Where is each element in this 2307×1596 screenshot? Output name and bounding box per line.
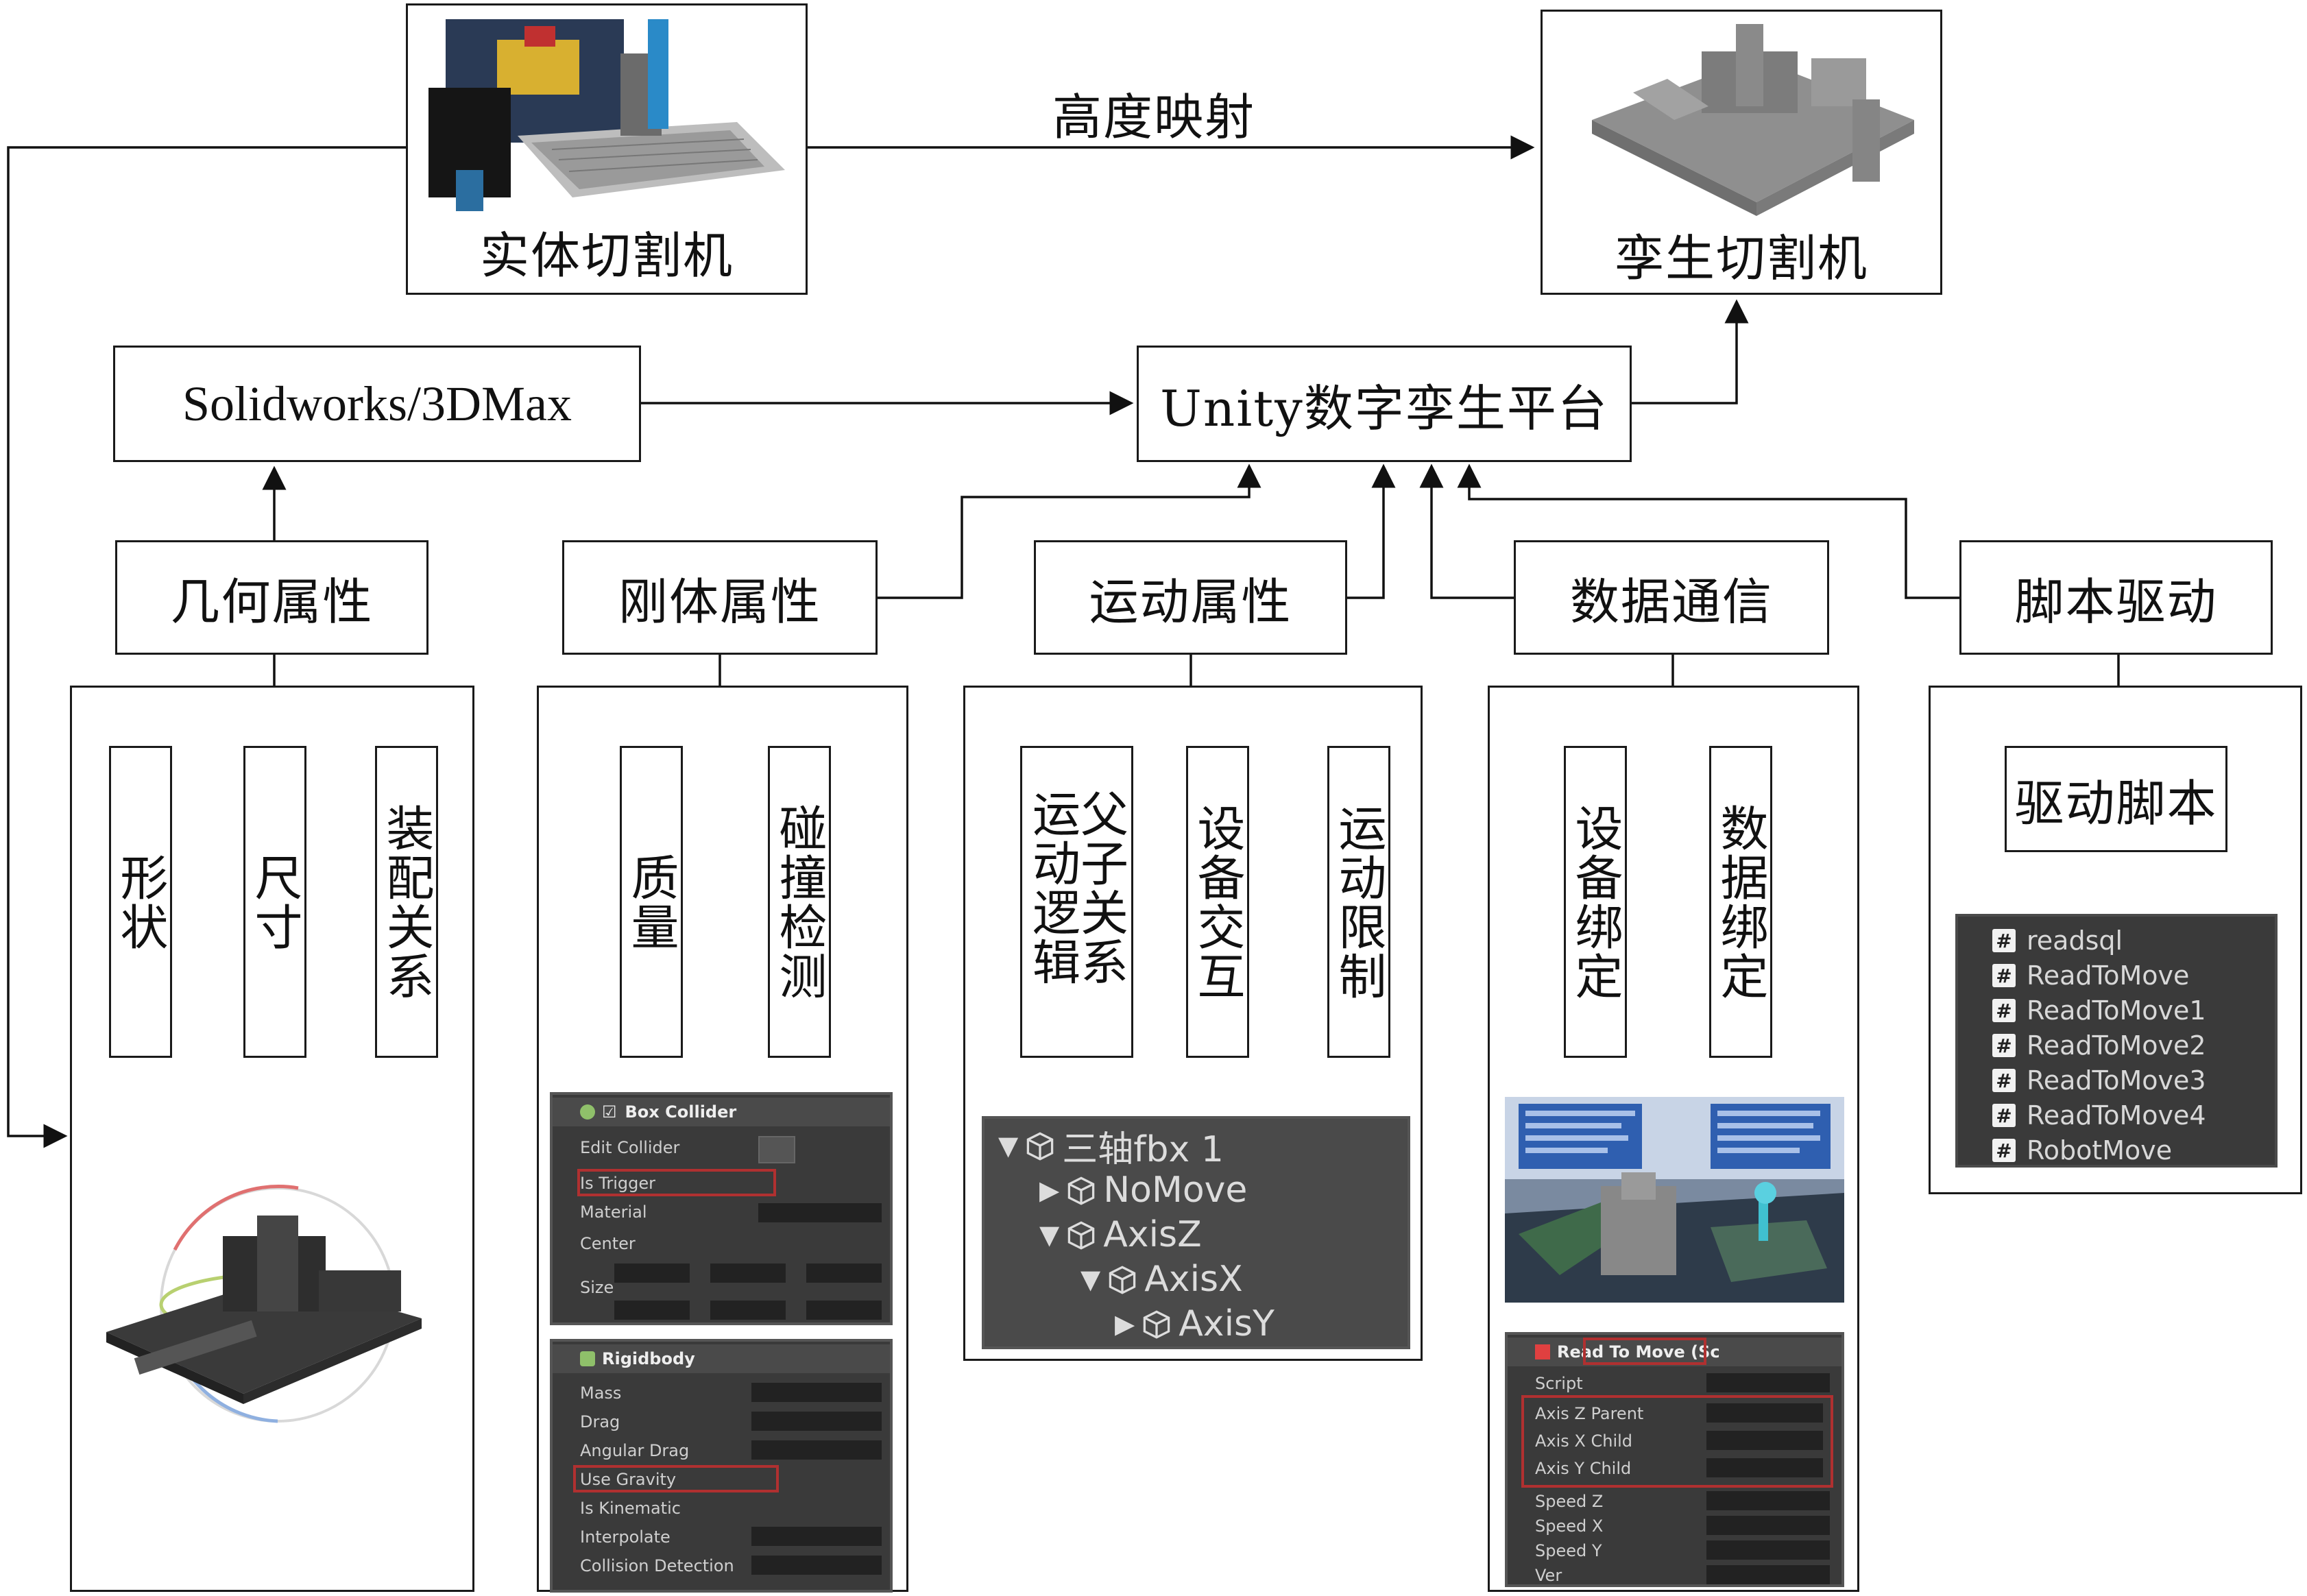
script-item[interactable]: #readsql bbox=[1992, 923, 2123, 958]
rigidbody-inspector: Rigidbody Mass Drag Angular Drag Use Gra… bbox=[550, 1339, 893, 1593]
data-item-device-binding: 设备绑定 bbox=[1564, 746, 1627, 1058]
platform-box: Unity数字孪生平台 bbox=[1137, 346, 1632, 462]
script-to-platform-arrow bbox=[1457, 463, 1959, 599]
category-motion-label: 运动属性 bbox=[1089, 573, 1292, 631]
cube-icon bbox=[1067, 1221, 1095, 1250]
category-data-label: 数据通信 bbox=[1569, 573, 1773, 631]
hierarchy-panel: ▼ 三轴fbx 1 ▶ NoMove ▼ AxisZ ▼ AxisX ▶ bbox=[982, 1116, 1410, 1349]
csharp-script-icon: # bbox=[1992, 929, 2016, 952]
data-to-platform-arrow bbox=[1419, 463, 1514, 599]
twin-machine-render bbox=[1592, 24, 1914, 216]
script-component-icon bbox=[1535, 1344, 1550, 1359]
csharp-script-icon: # bbox=[1992, 1139, 2016, 1162]
category-script: 脚本驱动 bbox=[1959, 540, 2273, 655]
motion-panel: 父子关系运动逻辑 设备交互 运动限制 ▼ 三轴fbx 1 ▶ NoMove ▼ … bbox=[963, 686, 1423, 1361]
script-item[interactable]: #ReadToMove3 bbox=[1992, 1063, 2206, 1098]
category-rigidbody: 刚体属性 bbox=[562, 540, 878, 655]
physical-machine-photo bbox=[428, 19, 785, 211]
data-panel: 设备绑定 数据绑定 Read To Move (Sc bbox=[1488, 686, 1859, 1592]
twin-machine-box: 孪生切割机 bbox=[1541, 10, 1942, 295]
rigidbody-item-collision: 碰撞检测 bbox=[768, 746, 831, 1058]
motion-item-hierarchy-logic: 父子关系运动逻辑 bbox=[1020, 746, 1133, 1058]
script-item[interactable]: #ReadToMove4 bbox=[1992, 1098, 2206, 1133]
gizmo-machine-render bbox=[106, 1185, 422, 1423]
script-item[interactable]: #ReadToMove bbox=[1992, 958, 2189, 993]
csharp-script-icon: # bbox=[1992, 1069, 2016, 1092]
checkbox-icon: ☑ bbox=[602, 1102, 617, 1122]
mapping-label: 高度映射 bbox=[1052, 88, 1256, 146]
csharp-script-icon: # bbox=[1992, 1034, 2016, 1057]
hierarchy-item-nomove[interactable]: ▶ NoMove bbox=[1039, 1170, 1248, 1211]
rigidbody-icon bbox=[580, 1351, 595, 1366]
csharp-script-icon: # bbox=[1992, 964, 2016, 987]
script-list: #readsql #ReadToMove #ReadToMove1 #ReadT… bbox=[1955, 914, 2278, 1168]
geometry-item-assembly: 装配关系 bbox=[375, 746, 438, 1058]
motion-item-limit: 运动限制 bbox=[1327, 746, 1390, 1058]
script-item[interactable]: #RobotMove bbox=[1992, 1133, 2172, 1168]
title-highlight bbox=[1583, 1338, 1706, 1365]
hierarchy-item-axisy[interactable]: ▶ AxisY bbox=[1115, 1303, 1275, 1344]
collider-icon bbox=[580, 1104, 595, 1120]
data-item-data-binding: 数据绑定 bbox=[1709, 746, 1772, 1058]
category-data: 数据通信 bbox=[1514, 540, 1829, 655]
box-collider-inspector: ☑ Box Collider Edit Collider Is Trigger … bbox=[550, 1092, 893, 1325]
category-script-label: 脚本驱动 bbox=[2014, 573, 2218, 631]
rigidbody-header: Rigidbody bbox=[553, 1344, 890, 1373]
motion-item-interaction: 设备交互 bbox=[1186, 746, 1249, 1058]
script-item-driver: 驱动脚本 bbox=[2005, 746, 2227, 852]
rigidbody-panel: 质量 碰撞检测 ☑ Box Collider Edit Collider Is … bbox=[537, 686, 908, 1593]
physical-machine-label: 实体切割机 bbox=[479, 227, 734, 285]
rigidbody-to-platform-arrow bbox=[878, 463, 1261, 599]
use-gravity-highlight bbox=[573, 1465, 779, 1492]
scene-screenshot bbox=[1505, 1097, 1844, 1303]
twin-machine-label: 孪生切割机 bbox=[1614, 230, 1868, 287]
read-to-move-inspector: Read To Move (Sc Script Axis Z Parent Ax… bbox=[1505, 1332, 1844, 1587]
category-geometry-label: 几何属性 bbox=[170, 573, 374, 631]
hierarchy-item-axisz[interactable]: ▼ AxisZ bbox=[1039, 1214, 1202, 1255]
modeling-tool-label: Solidworks/3DMax bbox=[182, 376, 572, 431]
modeling-tool-box: Solidworks/3DMax bbox=[113, 346, 641, 462]
is-trigger-highlight bbox=[577, 1169, 776, 1196]
script-item[interactable]: #ReadToMove2 bbox=[1992, 1028, 2206, 1063]
geometry-item-shape: 形状 bbox=[109, 746, 172, 1058]
box-collider-header: ☑ Box Collider bbox=[553, 1098, 890, 1126]
left-loop-arrow bbox=[7, 146, 406, 1148]
hierarchy-item-root[interactable]: ▼ 三轴fbx 1 bbox=[998, 1128, 1224, 1170]
collision-detection-dropdown[interactable] bbox=[751, 1556, 882, 1575]
category-motion: 运动属性 bbox=[1034, 540, 1347, 655]
material-field[interactable] bbox=[758, 1203, 882, 1222]
edit-collider-button[interactable] bbox=[758, 1136, 795, 1163]
geometry-item-size: 尺寸 bbox=[243, 746, 306, 1058]
physical-machine-box: 实体切割机 bbox=[406, 3, 808, 295]
rigidbody-item-mass: 质量 bbox=[620, 746, 683, 1058]
category-rigidbody-label: 刚体属性 bbox=[618, 573, 821, 631]
platform-label: Unity数字孪生平台 bbox=[1160, 379, 1608, 437]
cube-icon bbox=[1026, 1132, 1054, 1161]
csharp-script-icon: # bbox=[1992, 1104, 2016, 1127]
hierarchy-item-axisx[interactable]: ▼ AxisX bbox=[1080, 1259, 1243, 1300]
platform-to-twin-arrow bbox=[1632, 299, 1749, 404]
cube-icon bbox=[1109, 1266, 1136, 1294]
script-panel: 驱动脚本 #readsql #ReadToMove #ReadToMove1 #… bbox=[1929, 686, 2302, 1194]
geometry-panel: 形状 尺寸 装配关系 bbox=[70, 686, 474, 1592]
category-geometry: 几何属性 bbox=[115, 540, 428, 655]
axis-references-highlight bbox=[1521, 1395, 1833, 1488]
script-item[interactable]: #ReadToMove1 bbox=[1992, 993, 2206, 1028]
motion-to-platform-arrow bbox=[1347, 463, 1396, 599]
cube-icon bbox=[1067, 1176, 1095, 1205]
cube-icon bbox=[1143, 1310, 1170, 1339]
csharp-script-icon: # bbox=[1992, 999, 2016, 1022]
interpolate-dropdown[interactable] bbox=[751, 1527, 882, 1546]
